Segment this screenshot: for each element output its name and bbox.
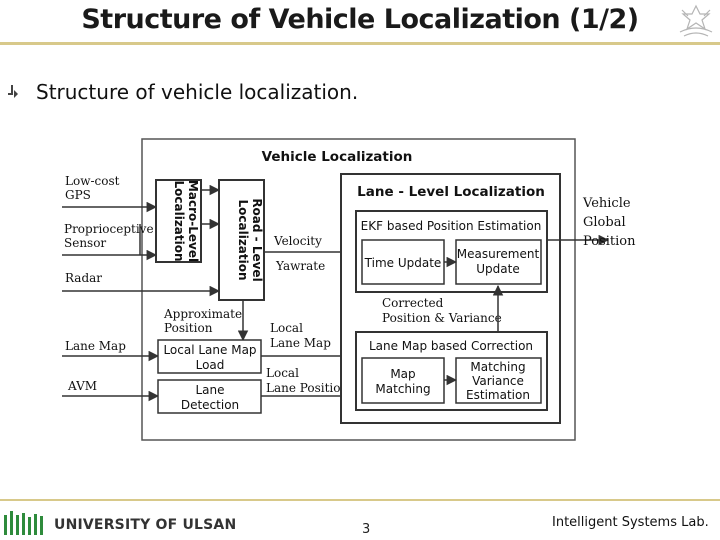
measurement-update-label: Measurement [457, 247, 540, 261]
title-divider [0, 42, 720, 45]
local-lane-map-load-label: Local Lane Map [163, 343, 256, 357]
vehicle-localization-title: Vehicle Localization [262, 149, 413, 165]
university-emblem-icon [679, 4, 713, 37]
local-lane-map-load-label-2: Load [196, 358, 225, 372]
velocity-label: Velocity [273, 234, 322, 248]
time-update-box [361, 239, 445, 285]
approx-position-label: Approximate [163, 307, 242, 321]
output-label-3: Position [583, 234, 636, 249]
lane-map-correction-title: Lane Map based Correction [369, 339, 533, 353]
input-radar: Radar [65, 271, 102, 285]
page-number: 3 [362, 522, 371, 537]
lane-detection-label: Lane [195, 383, 224, 397]
road-level-label: Road - Level [250, 198, 264, 281]
input-gps-2: GPS [65, 188, 91, 202]
road-level-label-2: Localization [236, 199, 250, 280]
macro-level-box [155, 179, 202, 263]
input-lane-map: Lane Map [65, 339, 126, 353]
macro-level-label: Macro-Level [186, 180, 200, 262]
time-update-label: Time Update [364, 256, 442, 270]
matching-variance-label-3: Estimation [466, 388, 530, 402]
footer-divider [0, 499, 720, 501]
bullet-text: Structure of vehicle localization. [36, 80, 359, 104]
input-gps: Low-cost [65, 174, 120, 188]
input-proprioceptive-2: Sensor [64, 236, 106, 250]
map-matching-label-2: Matching [375, 382, 430, 396]
map-matching-label: Map [390, 367, 415, 381]
university-name: UNIVERSITY OF ULSAN [54, 517, 237, 533]
corrected-label: Corrected [382, 296, 444, 310]
lane-level-localization-title: Lane - Level Localization [357, 184, 545, 200]
lab-name: Intelligent Systems Lab. [552, 515, 709, 530]
local-lane-position-label-2: Lane Position [266, 381, 348, 395]
ekf-title: EKF based Position Estimation [361, 219, 542, 233]
local-lane-map-label-2: Lane Map [270, 336, 331, 350]
road-level-box [218, 179, 265, 301]
local-lane-map-load-box [157, 339, 262, 374]
macro-level-label-2: Localization [172, 180, 186, 261]
university-logo-icon [4, 511, 43, 535]
slide-title: Structure of Vehicle Localization (1/2) [81, 4, 639, 35]
map-matching-box [361, 357, 445, 404]
local-lane-position-label: Local [266, 366, 299, 380]
output-label-2: Global [583, 215, 626, 230]
input-proprioceptive: Proprioceptive [64, 222, 154, 236]
matching-variance-label: Matching [470, 360, 525, 374]
corrected-label-2: Position & Variance [382, 311, 502, 325]
matching-variance-label-2: Variance [472, 374, 524, 388]
matching-variance-box [455, 357, 542, 404]
lane-detection-label-2: Detection [181, 398, 239, 412]
local-lane-map-label: Local [270, 321, 303, 335]
input-avm: AVM [67, 379, 97, 393]
approx-position-label-2: Position [164, 321, 213, 335]
output-label: Vehicle [582, 196, 631, 211]
yawrate-label: Yawrate [275, 259, 325, 273]
bullet-arrow-icon [8, 85, 18, 98]
measurement-update-label-2: Update [476, 262, 519, 276]
